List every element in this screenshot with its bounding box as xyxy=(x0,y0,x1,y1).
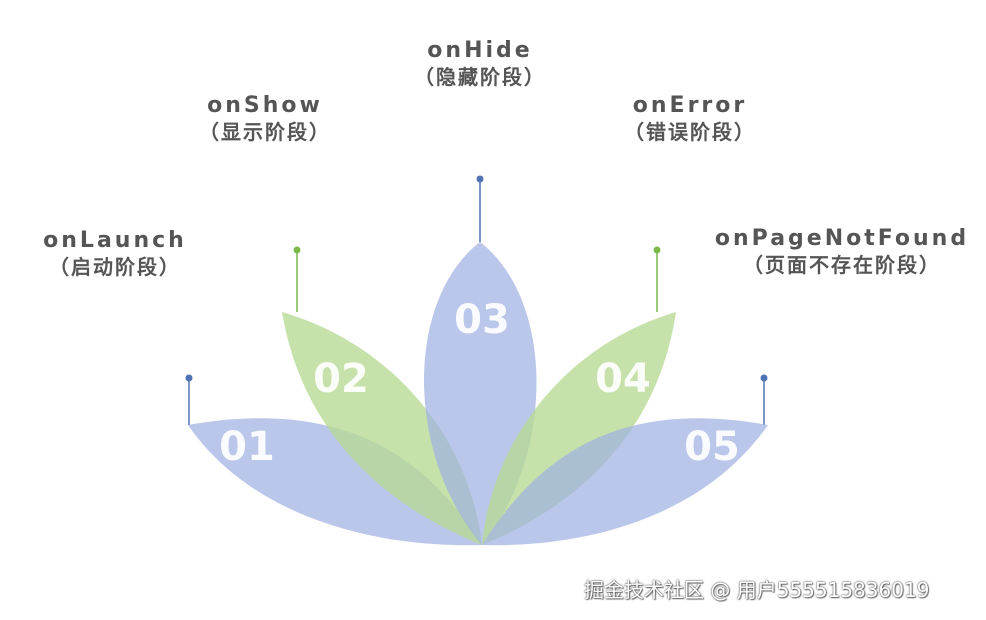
stage-label-04: onError （错误阶段） xyxy=(600,93,780,145)
petal-number-03: 03 xyxy=(454,297,510,343)
petal-01 xyxy=(188,418,482,546)
pin-dot-04 xyxy=(653,246,661,254)
stage-label-03: onHide （隐藏阶段） xyxy=(395,38,565,90)
petal-05 xyxy=(482,418,768,546)
stage-label-01: onLaunch （启动阶段） xyxy=(30,228,200,280)
stage-name-01: onLaunch xyxy=(43,228,187,253)
petal-number-05: 05 xyxy=(684,424,740,470)
stage-name-02: onShow xyxy=(207,93,323,118)
petal-number-04: 04 xyxy=(595,356,651,402)
stage-name-05: onPageNotFound xyxy=(714,226,970,251)
stage-desc-02: （显示阶段） xyxy=(199,120,331,144)
stage-desc-01: （启动阶段） xyxy=(49,255,181,279)
petal-02 xyxy=(282,312,482,545)
stage-desc-05: （页面不存在阶段） xyxy=(743,253,941,277)
petal-number-02: 02 xyxy=(313,356,369,402)
stage-name-04: onError xyxy=(632,93,748,118)
stage-desc-04: （错误阶段） xyxy=(624,120,756,144)
pin-dot-05 xyxy=(760,374,768,382)
stage-desc-03: （隐藏阶段） xyxy=(414,65,546,89)
pin-dot-01 xyxy=(185,374,193,382)
petal-number-01: 01 xyxy=(219,424,275,470)
watermark: 掘金技术社区 @ 用户555515836019 xyxy=(584,578,930,602)
pin-dot-03 xyxy=(476,175,484,183)
stage-name-03: onHide xyxy=(427,38,533,63)
pin-dot-02 xyxy=(293,246,301,254)
stage-label-05: onPageNotFound （页面不存在阶段） xyxy=(702,226,982,278)
stage-label-02: onShow （显示阶段） xyxy=(180,93,350,145)
